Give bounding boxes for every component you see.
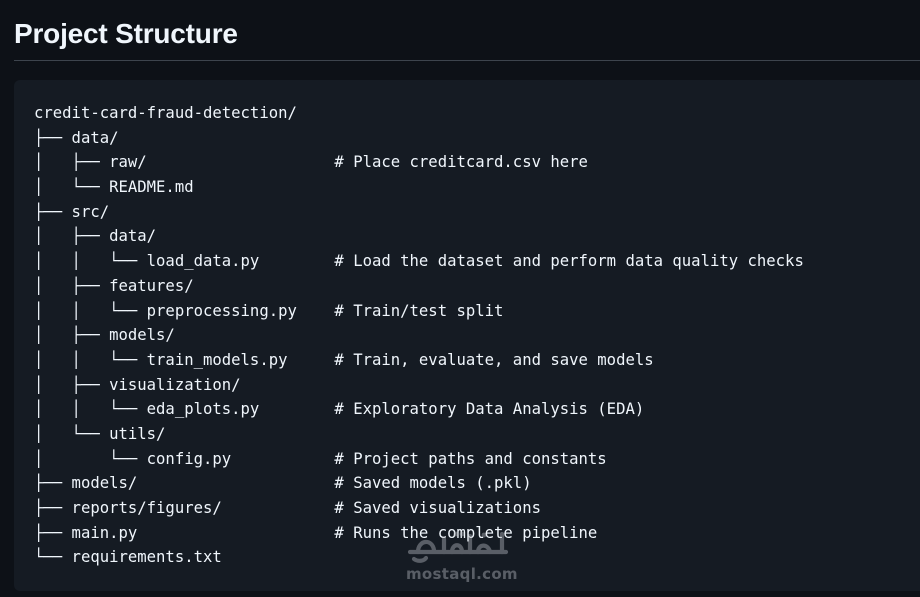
code-line-raw-dir: │ ├── raw/ # Place creditcard.csv here — [34, 153, 588, 172]
code-line-data-dir: ├── data/ — [34, 128, 119, 147]
code-line-models-dir: ├── models/ # Saved models (.pkl) — [34, 474, 532, 493]
heading-divider — [14, 60, 920, 61]
code-line-train-models: │ │ └── train_models.py # Train, evaluat… — [34, 350, 654, 369]
code-line-reports-dir: ├── reports/figures/ # Saved visualizati… — [34, 499, 541, 517]
code-line-main: ├── main.py # Runs the complete pipeline — [34, 523, 598, 542]
code-line-utils-dir: │ └── utils/ — [34, 424, 166, 443]
code-line-src-data-dir: │ ├── data/ — [34, 227, 157, 246]
code-line-src-models-dir: │ ├── models/ — [34, 326, 175, 345]
code-line-features-dir: │ ├── features/ — [34, 276, 194, 295]
code-line-config: │ └── config.py # Project paths and cons… — [34, 449, 607, 468]
code-line-src-dir: ├── src/ — [34, 202, 110, 221]
code-line-load-data: │ │ └── load_data.py # Load the dataset … — [34, 252, 804, 271]
code-line-eda-plots: │ │ └── eda_plots.py # Exploratory Data … — [34, 400, 645, 419]
project-tree-code[interactable]: credit-card-fraud-detection/ ├── data/ │ ├… — [34, 101, 804, 570]
section-heading: Project Structure — [14, 18, 238, 49]
code-line-requirements: └── requirements.txt — [34, 548, 222, 567]
code-line-visualization-dir: │ ├── visualization/ — [34, 375, 241, 394]
code-line-preprocessing: │ │ └── preprocessing.py # Train/test sp… — [34, 301, 504, 320]
code-line-readme: │ └── README.md — [34, 178, 194, 197]
code-block-panel[interactable] — [14, 80, 920, 591]
code-line-root: credit-card-fraud-detection/ — [34, 104, 297, 122]
